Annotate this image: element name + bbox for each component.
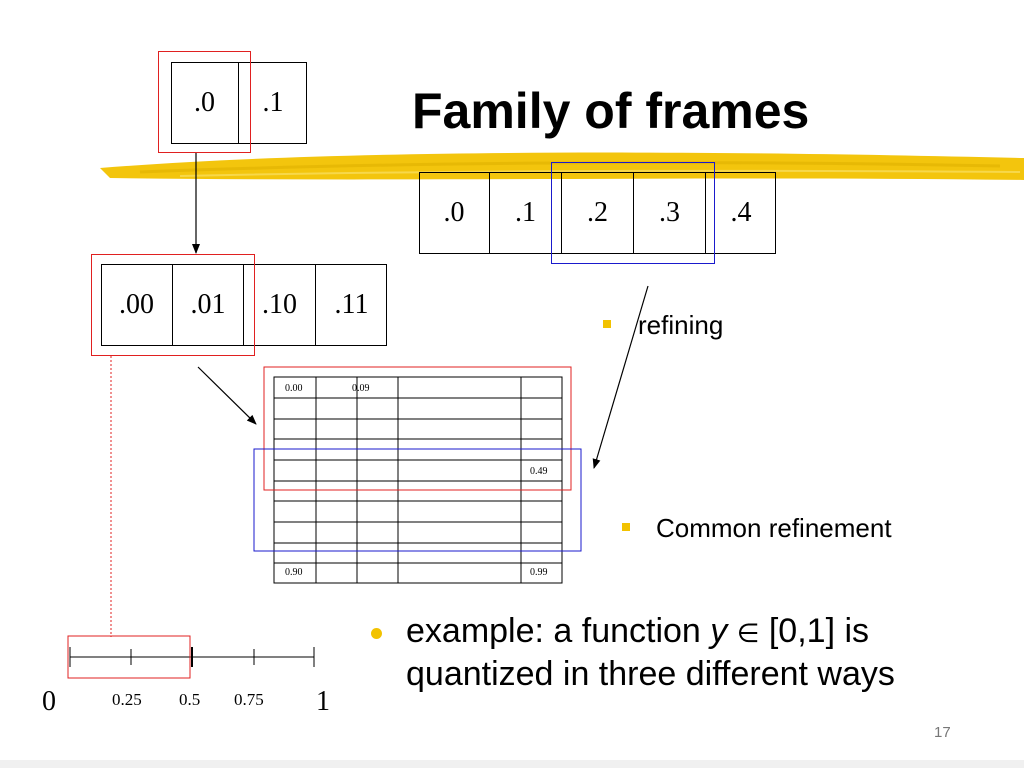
frame-top bbox=[171, 62, 307, 144]
arrow-right-to-grid bbox=[592, 285, 649, 469]
frame-right-cell-0: .0 bbox=[419, 172, 490, 254]
axis-start-label: 0 bbox=[42, 686, 56, 717]
frame-top-divider bbox=[238, 62, 239, 144]
axis-end-label: 1 bbox=[316, 686, 330, 717]
axis-tick-0-5: 0.5 bbox=[179, 690, 201, 709]
grid-label-0-49: 0.49 bbox=[530, 466, 548, 477]
axis-red-highlight bbox=[67, 635, 191, 679]
frame-top-cell-1: .1 bbox=[262, 87, 284, 118]
bullet-dot-example bbox=[371, 628, 382, 639]
example-text-a: example: a function bbox=[406, 612, 711, 650]
example-line-2: quantized in three different ways bbox=[406, 655, 895, 693]
frame-mid bbox=[101, 264, 387, 346]
frame-right-cell-4: .4 bbox=[730, 197, 752, 228]
frame-right-cell-3: .3 bbox=[634, 172, 706, 254]
example-var-y: y bbox=[710, 612, 728, 650]
frame-top-highlight bbox=[158, 51, 251, 153]
page-number: 17 bbox=[934, 724, 951, 741]
axis-tick-0-25: 0.25 bbox=[112, 690, 142, 709]
frame-top-cell-0: .0 bbox=[194, 87, 215, 118]
axis-tick-0-75: 0.75 bbox=[234, 690, 264, 709]
bullet-common-refinement: Common refinement bbox=[656, 513, 892, 543]
slide-title: Family of frames bbox=[412, 83, 810, 139]
grid-label-0-00: 0.00 bbox=[285, 383, 303, 394]
frame-right-cell-1: .1 bbox=[490, 172, 562, 254]
element-of-symbol: ∈ bbox=[736, 619, 760, 649]
frame-mid-cell-3: .11 bbox=[334, 289, 369, 320]
grid-label-0-90: 0.90 bbox=[285, 567, 303, 578]
bullet-refining: refining bbox=[638, 310, 724, 340]
grid-blue-highlight bbox=[253, 448, 582, 552]
bullet-square-refining bbox=[603, 320, 611, 328]
example-line-1: example: a function y ∈ [0,1] is bbox=[406, 612, 869, 651]
grid-red-highlight bbox=[263, 366, 572, 491]
frame-mid-cell-2: .10 bbox=[244, 264, 316, 346]
grid-label-0-09: 0.09 bbox=[352, 383, 370, 394]
bullet-square-common bbox=[622, 523, 630, 531]
frame-mid-cell-1: .01 bbox=[173, 264, 244, 346]
frame-right-highlight bbox=[551, 162, 715, 264]
arrow-mid-to-grid bbox=[197, 366, 257, 425]
frame-right-cell-2: .2 bbox=[562, 172, 634, 254]
example-text-b: [0,1] is bbox=[759, 612, 870, 650]
frame-mid-cell-0: .00 bbox=[101, 264, 173, 346]
grid-label-0-99: 0.99 bbox=[530, 567, 548, 578]
frame-right bbox=[419, 172, 776, 254]
bottom-band bbox=[0, 760, 1024, 768]
frame-mid-highlight bbox=[91, 254, 255, 356]
